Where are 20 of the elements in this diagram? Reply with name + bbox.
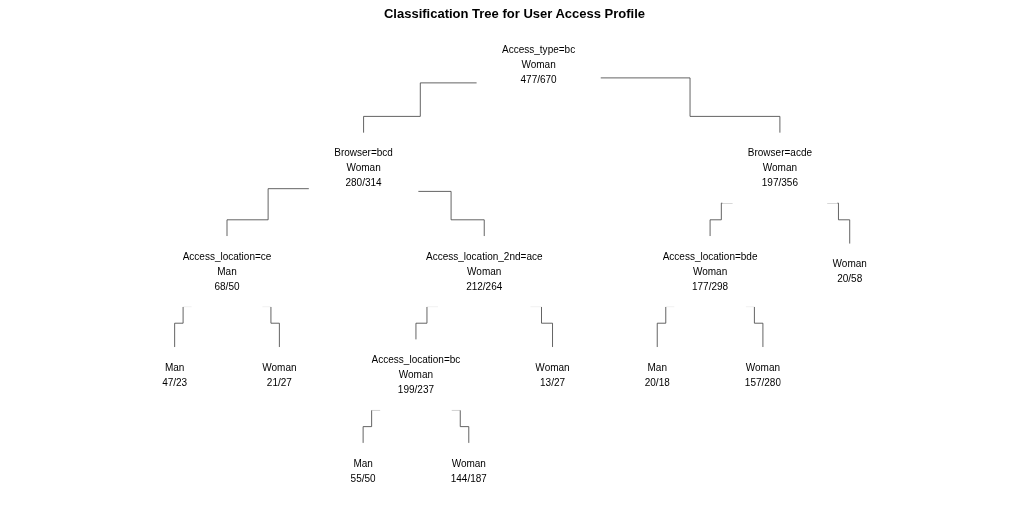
node-text: Access_location_2nd=ace Woman 212/264: [425, 250, 543, 293]
node-text: Woman 157/280: [744, 361, 782, 389]
connector: [226, 188, 310, 237]
node-text: Woman 21/27: [262, 361, 297, 389]
node-text: Access_location=ce Man 68/50: [182, 250, 272, 293]
node-text: Man 20/18: [644, 361, 670, 389]
node-text: Woman 20/58: [832, 258, 867, 285]
node-text: Woman 13/27: [535, 361, 570, 389]
connector: [363, 82, 478, 134]
diagram-title: Classification Tree for User Access Profile: [383, 6, 646, 21]
node-text: Browser=acde Woman 197/356: [747, 147, 813, 189]
connector: [599, 77, 781, 134]
node-text: Woman 144/187: [450, 457, 487, 485]
node-text: Access_location=bc Woman 199/237: [371, 354, 461, 396]
node-text: Browser=bcd Woman 280/314: [334, 147, 393, 189]
node-text: Access_location=bde Woman 177/298: [662, 250, 758, 293]
node-text: Access_type=bc Woman 477/670: [502, 43, 576, 86]
connector: [417, 191, 485, 237]
node-text: Man 47/23: [162, 361, 188, 389]
node-text: Man 55/50: [350, 457, 376, 485]
